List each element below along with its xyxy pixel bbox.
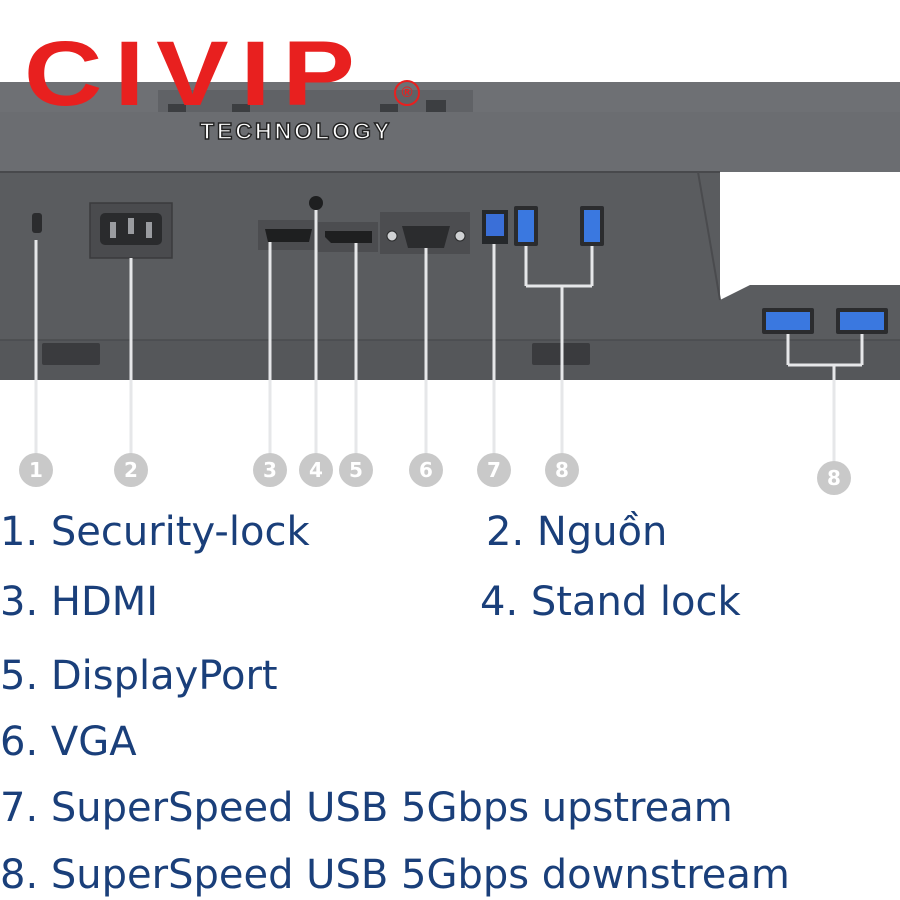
displayport-port	[325, 231, 372, 243]
security-lock-slot	[32, 213, 42, 233]
monitor-ports-photo: 1 2 3 4 5 6 7 8 8	[0, 82, 900, 495]
callout-number-4: 4	[309, 458, 323, 482]
legend-item-displayport: 5. DisplayPort	[0, 653, 278, 699]
callout-circle-3	[253, 453, 287, 487]
usb-downstream-port	[584, 210, 600, 242]
callout-circle-6	[409, 453, 443, 487]
legend-item-vga: 6. VGA	[0, 719, 137, 765]
callout-circle-2	[114, 453, 148, 487]
callout-number-6: 6	[419, 458, 433, 482]
callout-circle-8	[545, 453, 579, 487]
legend-item-usb-downstream: 8. SuperSpeed USB 5Gbps downstream	[0, 852, 790, 898]
legend-item-usb-upstream: 7. SuperSpeed USB 5Gbps upstream	[0, 785, 733, 831]
vga-port	[402, 226, 450, 248]
callout-circle-4	[299, 453, 333, 487]
callout-number-5: 5	[349, 458, 363, 482]
callout-number-2: 2	[124, 458, 138, 482]
callout-circle-1	[19, 453, 53, 487]
brand-tagline: TECHNOLOGY	[199, 117, 393, 144]
callout-number-8: 8	[827, 466, 841, 490]
callout-circle-8	[817, 461, 851, 495]
callout-number-3: 3	[263, 458, 277, 482]
stand-lock-hole	[309, 196, 323, 210]
hdmi-port	[265, 229, 312, 242]
usb-downstream-port	[518, 210, 534, 242]
callout-leader-lines	[34, 210, 864, 462]
legend-item-security-lock: 1. Security-lock	[0, 509, 310, 555]
registered-mark: ®	[394, 80, 420, 106]
monitor-back-panel	[0, 172, 900, 380]
usb-downstream-port	[766, 312, 810, 330]
callout-circle-7	[477, 453, 511, 487]
legend-item-hdmi: 3. HDMI	[0, 579, 159, 625]
callout-number-8: 8	[555, 458, 569, 482]
brand-logo: CIVIP	[24, 23, 367, 125]
callout-number-7: 7	[487, 458, 501, 482]
callout-markers: 1 2 3 4 5 6 7 8 8	[19, 453, 851, 495]
usb-downstream-port	[840, 312, 884, 330]
legend-item-stand-lock: 4. Stand lock	[480, 579, 741, 625]
legend-item-power: 2. Nguồn	[486, 509, 668, 555]
callout-number-1: 1	[29, 458, 43, 482]
callout-circle-5	[339, 453, 373, 487]
